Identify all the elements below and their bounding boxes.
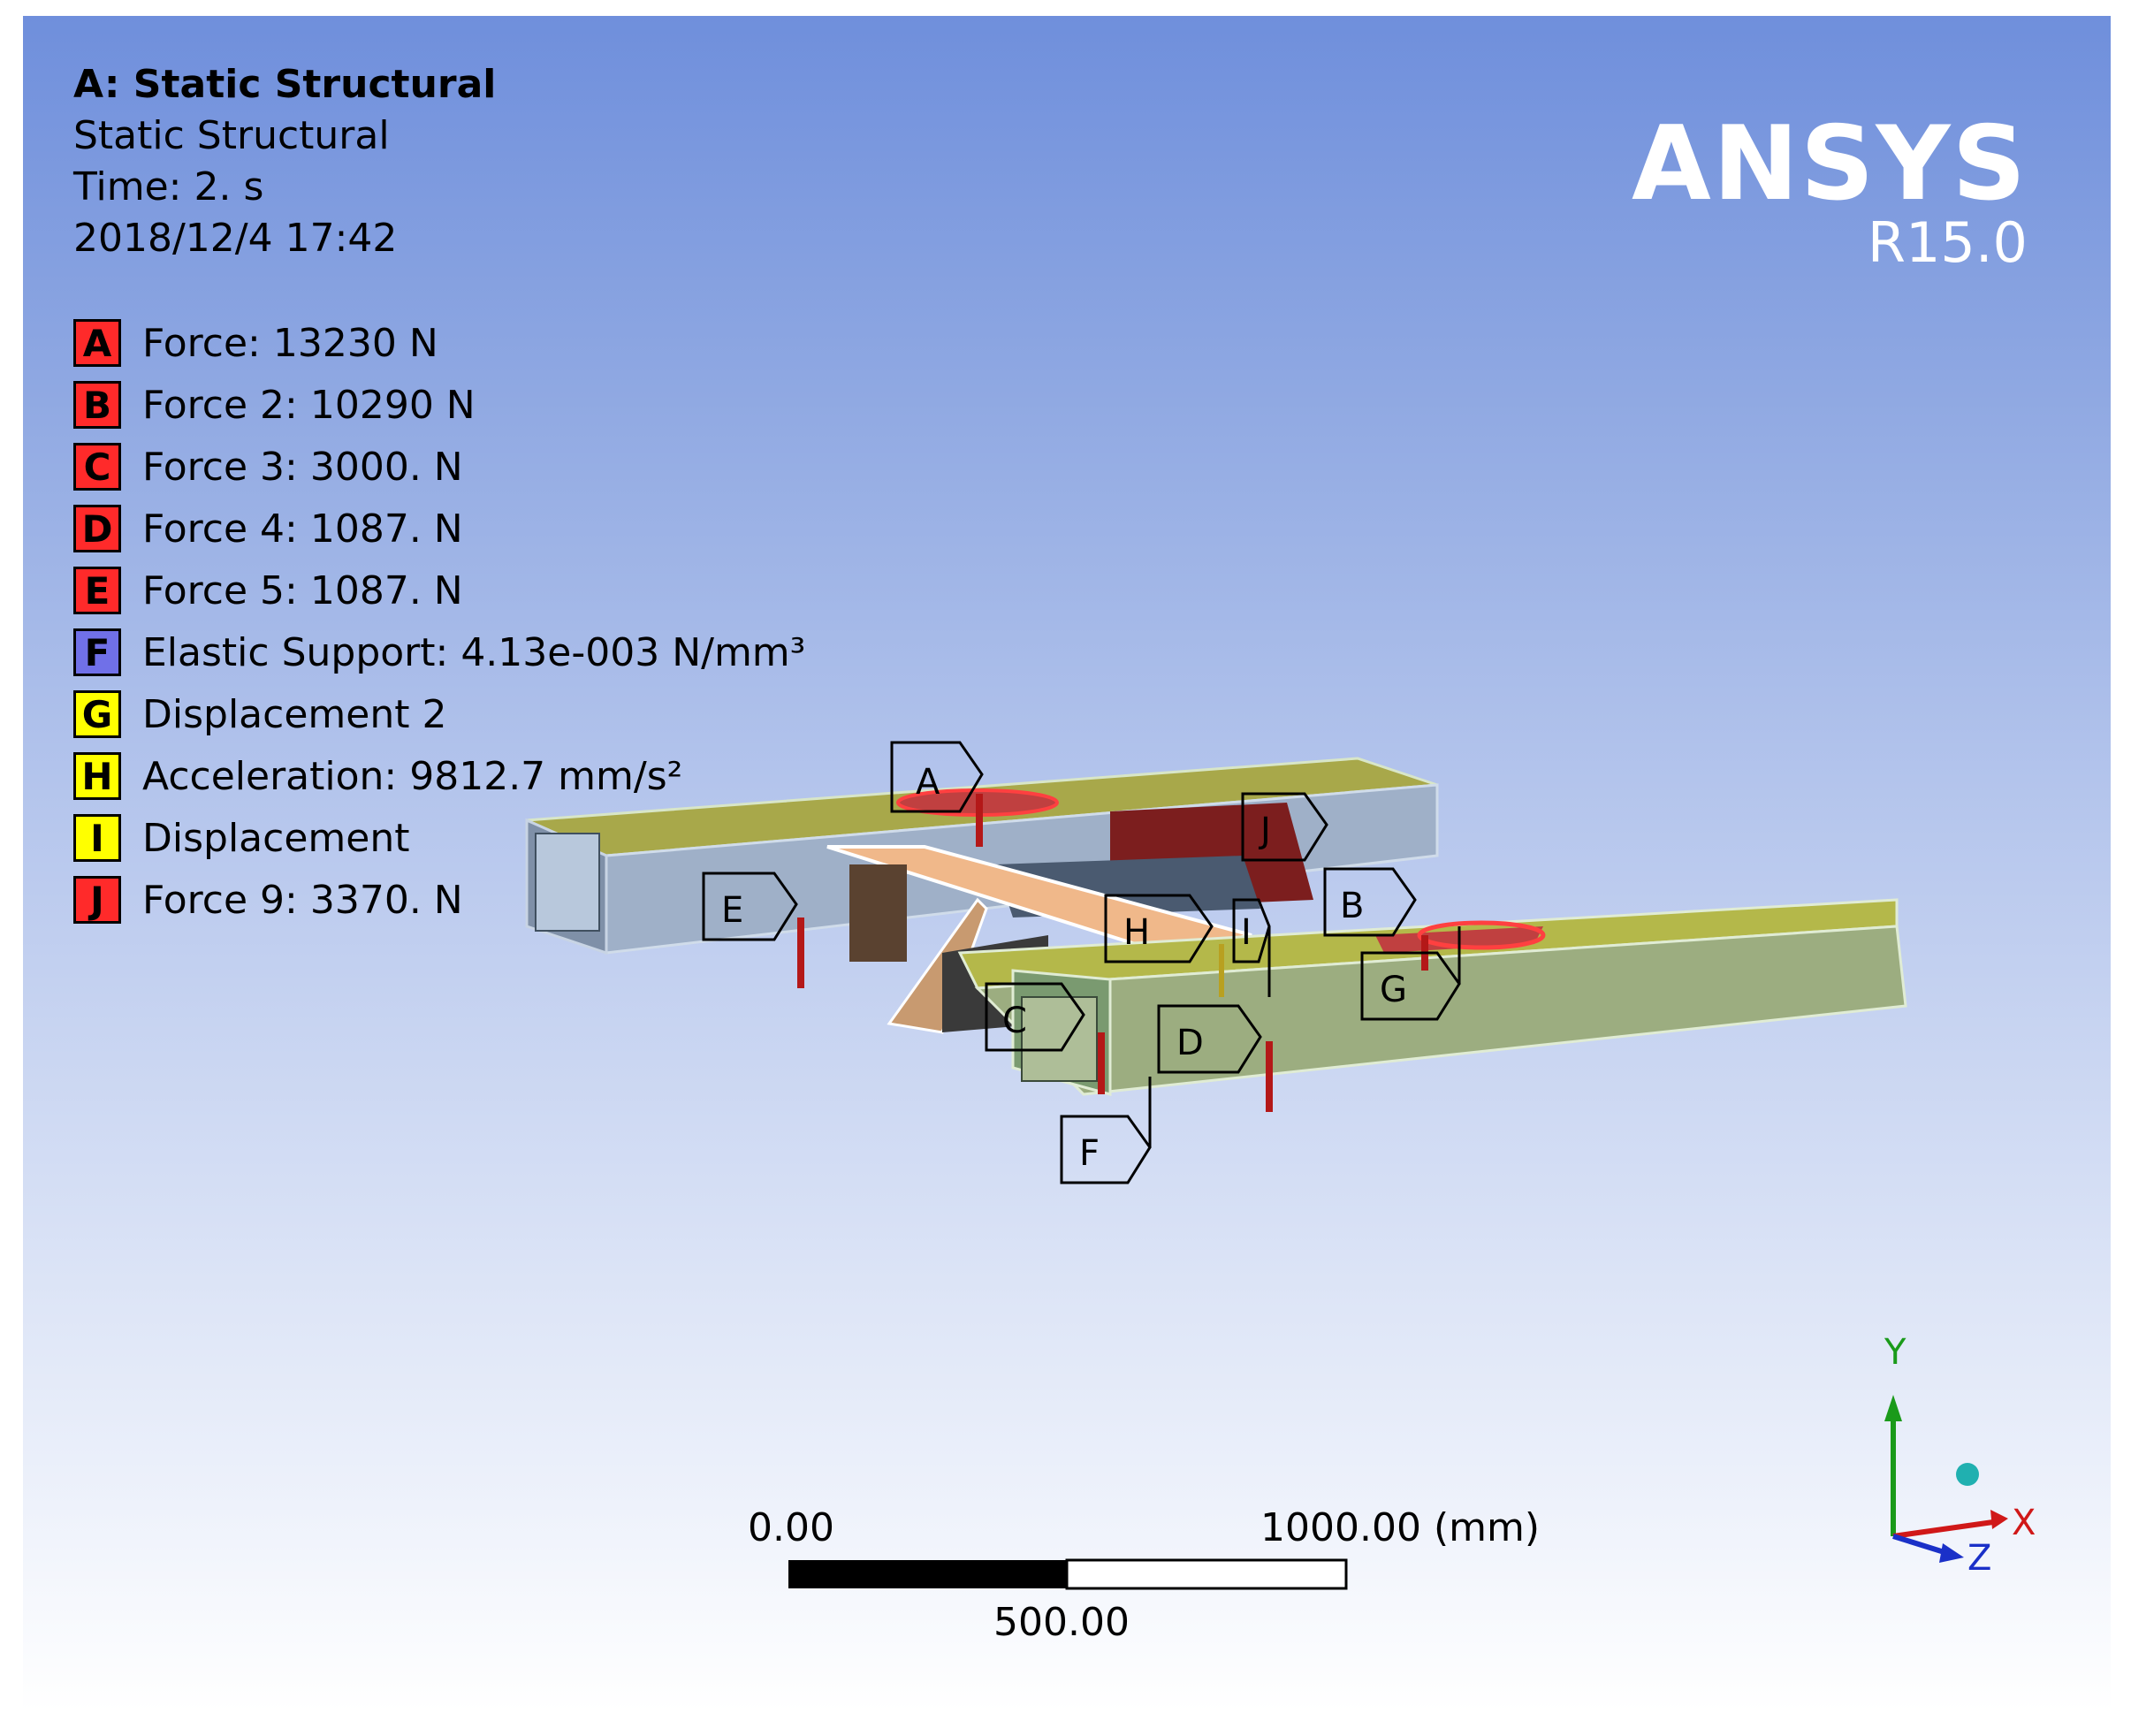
callout-a[interactable]: A bbox=[890, 741, 984, 813]
callout-e[interactable]: E bbox=[702, 872, 798, 941]
legend-label-d: Force 4: 1087. N bbox=[142, 506, 463, 552]
triad-y-label: Y bbox=[1884, 1332, 1906, 1373]
legend-item-e[interactable]: E Force 5: 1087. N bbox=[73, 564, 463, 617]
legend-label-f: Elastic Support: 4.13e-003 N/mm³ bbox=[142, 629, 806, 675]
model-geometry[interactable]: A J E B H I G C bbox=[23, 16, 2111, 1711]
legend-label-h: Acceleration: 9812.7 mm/s² bbox=[142, 753, 683, 799]
scale-label-mid: 500.00 bbox=[993, 1600, 1130, 1645]
callout-i[interactable]: I bbox=[1232, 898, 1271, 997]
callout-g[interactable]: G bbox=[1360, 926, 1461, 1021]
legend-item-c[interactable]: C Force 3: 3000. N bbox=[73, 440, 463, 493]
ansys-logo: ANSYS bbox=[1632, 104, 2028, 224]
triad-z-label: Z bbox=[1967, 1538, 1991, 1579]
legend-item-d[interactable]: D Force 4: 1087. N bbox=[73, 502, 463, 555]
legend-swatch-b: B bbox=[73, 381, 121, 429]
legend-swatch-d: D bbox=[73, 505, 121, 552]
legend-item-a[interactable]: A Force: 13230 N bbox=[73, 316, 438, 369]
callout-j[interactable]: J bbox=[1241, 792, 1328, 862]
legend-label-i: Displacement bbox=[142, 815, 410, 861]
legend-swatch-i: I bbox=[73, 814, 121, 862]
legend-label-j: Force 9: 3370. N bbox=[142, 877, 463, 923]
analysis-time: Time: 2. s bbox=[73, 164, 264, 209]
legend-item-g[interactable]: G Displacement 2 bbox=[73, 688, 446, 741]
analysis-date: 2018/12/4 17:42 bbox=[73, 216, 398, 261]
svg-text:J: J bbox=[1258, 811, 1271, 851]
legend-item-i[interactable]: I Displacement bbox=[73, 811, 409, 864]
svg-text:A: A bbox=[916, 762, 940, 803]
legend-swatch-f: F bbox=[73, 628, 121, 676]
legend-swatch-g: G bbox=[73, 690, 121, 738]
legend-item-j[interactable]: J Force 9: 3370. N bbox=[73, 873, 463, 926]
legend-swatch-a: A bbox=[73, 319, 121, 367]
svg-text:C: C bbox=[1002, 1001, 1027, 1041]
svg-text:D: D bbox=[1176, 1023, 1204, 1063]
legend-label-a: Force: 13230 N bbox=[142, 320, 438, 366]
ansys-version: R15.0 bbox=[1867, 210, 2028, 275]
svg-text:I: I bbox=[1241, 912, 1252, 953]
svg-text:E: E bbox=[721, 890, 743, 931]
legend-label-c: Force 3: 3000. N bbox=[142, 444, 463, 490]
callout-b[interactable]: B bbox=[1323, 867, 1417, 937]
scale-bar-graphic bbox=[788, 1558, 1348, 1590]
legend-swatch-e: E bbox=[73, 567, 121, 614]
analysis-type: Static Structural bbox=[73, 113, 390, 158]
legend-item-f[interactable]: F Elastic Support: 4.13e-003 N/mm³ bbox=[73, 626, 805, 679]
svg-text:F: F bbox=[1079, 1133, 1100, 1174]
legend-label-e: Force 5: 1087. N bbox=[142, 567, 463, 613]
svg-text:B: B bbox=[1340, 886, 1364, 926]
legend-item-b[interactable]: B Force 2: 10290 N bbox=[73, 378, 476, 431]
scale-label-right: 1000.00 (mm) bbox=[1260, 1505, 1540, 1550]
legend-label-b: Force 2: 10290 N bbox=[142, 382, 476, 428]
callout-d[interactable]: D bbox=[1157, 1004, 1262, 1074]
legend-item-h[interactable]: H Acceleration: 9812.7 mm/s² bbox=[73, 750, 682, 803]
callout-f[interactable]: F bbox=[1060, 1077, 1152, 1184]
legend-label-g: Displacement 2 bbox=[142, 691, 447, 737]
graphics-viewport[interactable]: A: Static Structural Static Structural T… bbox=[23, 16, 2111, 1711]
legend-swatch-j: J bbox=[73, 876, 121, 924]
callout-h[interactable]: H bbox=[1104, 894, 1214, 963]
analysis-title: A: Static Structural bbox=[73, 62, 497, 107]
svg-text:G: G bbox=[1380, 970, 1407, 1010]
coordinate-triad[interactable]: Y X Z bbox=[23, 16, 2111, 1711]
callout-c[interactable]: C bbox=[985, 982, 1085, 1052]
svg-text:H: H bbox=[1123, 912, 1150, 953]
legend-swatch-c: C bbox=[73, 443, 121, 491]
legend-swatch-h: H bbox=[73, 752, 121, 800]
triad-x-label: X bbox=[2012, 1503, 2036, 1543]
scale-label-left: 0.00 bbox=[748, 1505, 834, 1550]
